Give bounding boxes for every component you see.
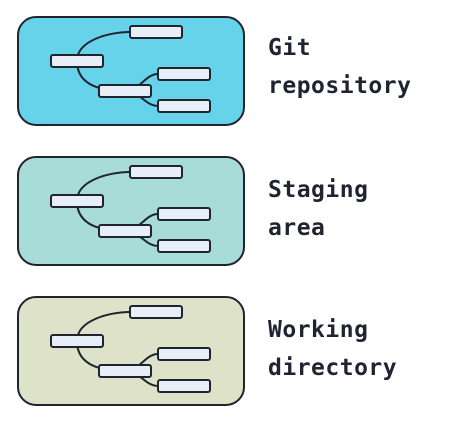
working-directory-label-line1: Working: [268, 317, 369, 343]
tree-node: [157, 379, 211, 393]
git-repository-tree-diagram: [17, 16, 245, 126]
tree-node: [157, 67, 211, 81]
tree-node: [50, 54, 104, 68]
tree-node: [157, 239, 211, 253]
working-directory-label: Working directory: [268, 311, 397, 387]
working-directory-label-line2: directory: [268, 355, 398, 381]
working-directory-tree-diagram: [17, 296, 245, 406]
tree-node: [157, 99, 211, 113]
tree-node: [98, 84, 152, 98]
tree-node: [98, 364, 152, 378]
git-repository-label: Git repository: [268, 29, 411, 105]
tree-node: [129, 165, 183, 179]
tree-node: [129, 25, 183, 39]
git-repository-label-line2: repository: [268, 73, 412, 99]
staging-area-label: Staging area: [268, 171, 368, 247]
tree-node: [50, 334, 104, 348]
staging-area-box: [17, 156, 245, 266]
tree-node: [50, 194, 104, 208]
staging-area-label-line2: area: [268, 215, 326, 241]
staging-area-tree-diagram: [17, 156, 245, 266]
working-directory-box: [17, 296, 245, 406]
working-directory-panel: Working directory: [0, 295, 474, 406]
tree-node: [129, 305, 183, 319]
git-repository-panel: Git repository: [0, 15, 474, 126]
git-repository-box: [17, 16, 245, 126]
staging-area-label-line1: Staging: [268, 177, 369, 203]
tree-node: [157, 207, 211, 221]
git-repository-label-line1: Git: [268, 35, 312, 61]
tree-node: [98, 224, 152, 238]
tree-node: [157, 347, 211, 361]
staging-area-panel: Staging area: [0, 155, 474, 266]
